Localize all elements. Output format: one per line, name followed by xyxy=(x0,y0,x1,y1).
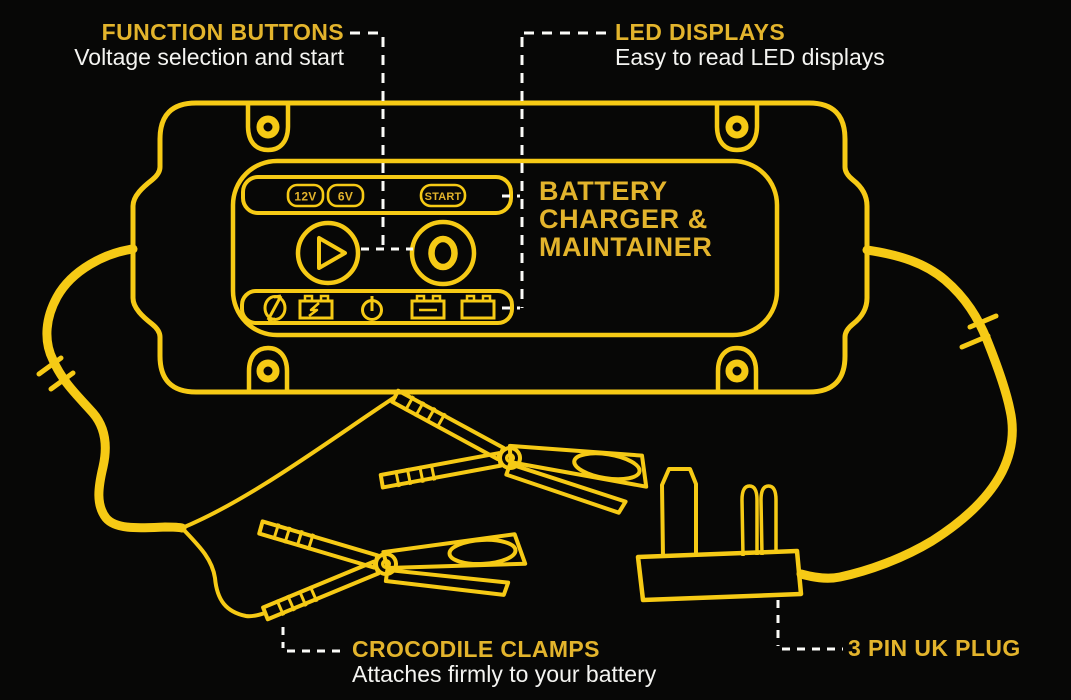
ring-icon xyxy=(428,235,458,271)
device-title: BATTERY CHARGER & MAINTAINER xyxy=(539,176,712,262)
clamp-wire-lower xyxy=(180,526,267,619)
crocodile-clamp-lower xyxy=(259,508,528,620)
button-start: START xyxy=(419,183,467,208)
button-12v-label: 12V xyxy=(294,190,316,204)
mode-button xyxy=(409,219,477,287)
button-12v: 12V xyxy=(286,183,325,208)
plug-base xyxy=(635,548,804,603)
play-button xyxy=(295,220,361,286)
status-icon-strip xyxy=(240,289,514,325)
device-title-line3: MAINTAINER xyxy=(539,232,712,262)
power-icon xyxy=(361,296,383,321)
battery-charging-icon xyxy=(298,294,334,320)
mounting-tab-bottom-right xyxy=(715,345,759,390)
battery-full-icon xyxy=(460,294,496,320)
crocodile-clamp-upper xyxy=(376,388,657,531)
control-panel xyxy=(230,158,780,338)
mounting-tab-top-left xyxy=(245,105,291,153)
function-buttons-callout: FUNCTION BUTTONS Voltage selection and s… xyxy=(30,19,344,70)
clamp-cable xyxy=(36,244,397,619)
callout-lines xyxy=(281,31,843,653)
device-title-line1: BATTERY xyxy=(539,176,668,206)
mounting-tab-bottom-left xyxy=(246,345,290,390)
button-start-label: START xyxy=(425,191,462,203)
function-buttons-subtitle: Voltage selection and start xyxy=(74,44,344,70)
plug-earth-pin xyxy=(660,467,698,558)
button-6v: 6V xyxy=(326,183,365,208)
charger-body: 12V 6V START xyxy=(130,100,870,395)
plug-neutral-pin xyxy=(759,484,778,556)
device-title-line2: CHARGER & xyxy=(539,204,708,234)
uk-plug-title: 3 PIN UK PLUG xyxy=(848,635,1021,661)
mounting-tab-top-right xyxy=(714,105,760,153)
battery-charged-icon xyxy=(410,294,446,320)
led-displays-subtitle: Easy to read LED displays xyxy=(615,44,885,70)
cable-connector-ticks-right xyxy=(959,313,999,350)
led-displays-title: LED DISPLAYS xyxy=(615,19,786,45)
crocodile-clamps-callout: CROCODILE CLAMPS Attaches firmly to your… xyxy=(352,636,656,687)
uk-plug xyxy=(635,467,804,603)
recondition-mode-icon xyxy=(263,294,287,322)
cable-connector-ticks-left xyxy=(36,355,76,392)
plug-live-pin xyxy=(740,484,759,557)
clamp-wire-upper xyxy=(180,395,397,530)
function-buttons-title: FUNCTION BUTTONS xyxy=(101,19,344,45)
button-6v-label: 6V xyxy=(338,190,353,204)
uk-plug-callout: 3 PIN UK PLUG xyxy=(848,635,1021,661)
led-display-strip: 12V 6V START xyxy=(241,175,513,215)
led-displays-callout: LED DISPLAYS Easy to read LED displays xyxy=(615,19,885,70)
play-icon xyxy=(317,236,347,270)
crocodile-clamps-title: CROCODILE CLAMPS xyxy=(352,636,600,662)
mains-cable xyxy=(796,245,1017,583)
crocodile-clamps-subtitle: Attaches firmly to your battery xyxy=(352,661,657,687)
